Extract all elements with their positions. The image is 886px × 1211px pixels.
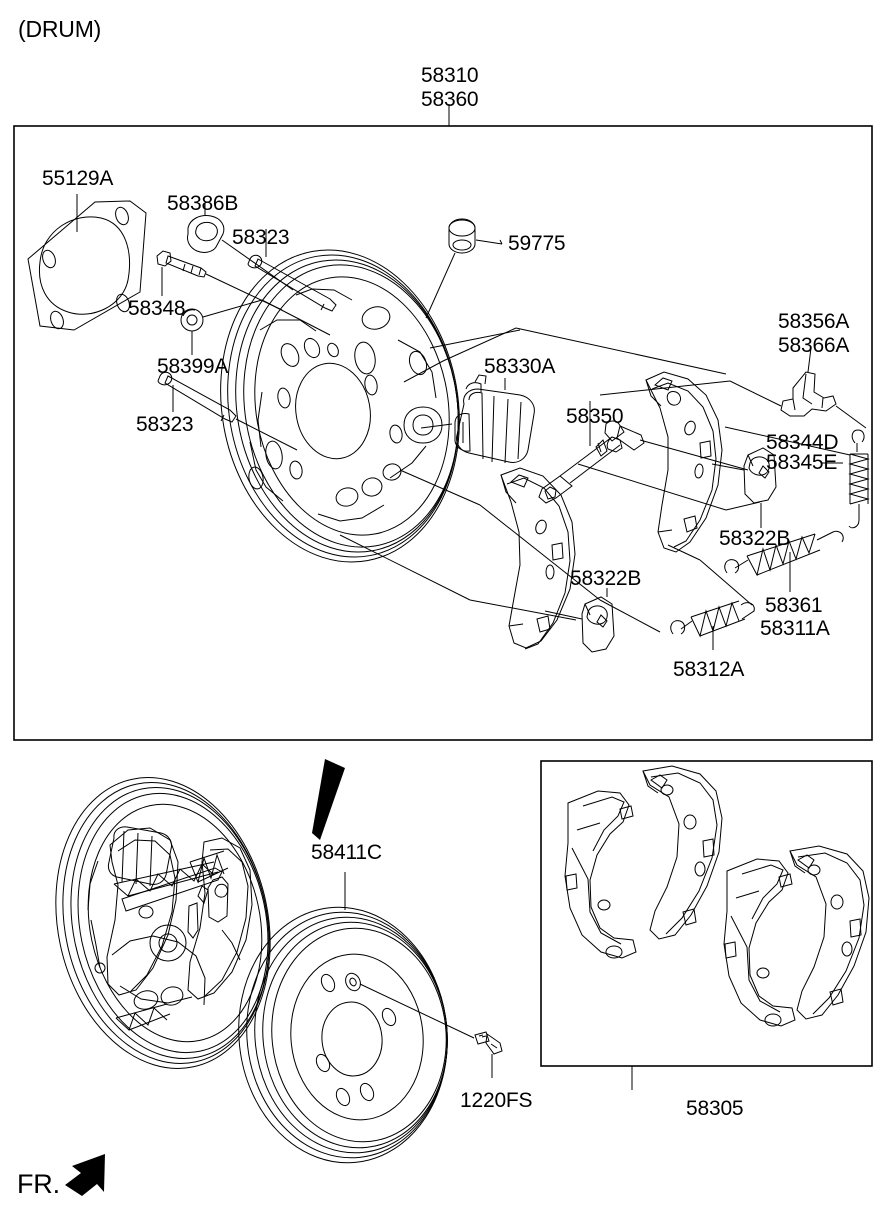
label-58399A: 58399A [157, 355, 229, 378]
part-58330A-wheel-cylinder [420, 374, 535, 464]
label-58322B-right: 58322B [719, 527, 791, 550]
label-58348: 58348 [128, 297, 186, 320]
front-arrow-icon [65, 1154, 105, 1196]
label-58323-lower: 58323 [136, 413, 194, 436]
label-55129A: 55129A [42, 167, 114, 190]
label-58361: 58361 [765, 594, 823, 617]
part-backing-plate [220, 249, 460, 563]
label-58411C: 58411C [311, 841, 382, 864]
part-58312A-return-spring [667, 544, 755, 650]
part-59775-bleeder-cap [425, 218, 503, 319]
label-59775: 59775 [508, 232, 566, 255]
label-58344D: 58344D [766, 431, 839, 454]
label-58350: 58350 [566, 405, 624, 428]
part-58361-58311A-return-spring [724, 530, 844, 592]
part-58323-pin-upper [247, 229, 337, 312]
part-58356A-58366A-parking-lever [599, 347, 867, 429]
label-58312A: 58312A [673, 658, 745, 681]
label-58386B: 58386B [167, 192, 239, 215]
label-58323-upper: 58323 [232, 226, 290, 249]
part-58350-adjuster [538, 401, 645, 504]
part-58322B-strut-left [544, 588, 615, 653]
part-58411C-brake-drum [238, 872, 448, 1164]
main-panel-frame [13, 125, 873, 741]
part-58322B-strut-right [711, 447, 777, 528]
label-58366A: 58366A [778, 334, 850, 357]
label-58311A: 58311A [760, 617, 830, 640]
label-58305: 58305 [686, 1097, 744, 1120]
part-58399A-spring-cup [180, 299, 331, 355]
label-58330A: 58330A [484, 355, 556, 378]
part-58344D-58345E-adjuster-spring [822, 429, 870, 529]
exploded-guide-lines [339, 239, 851, 633]
part-brake-shoe-left [500, 467, 576, 650]
section-pointer-icon [312, 759, 345, 840]
label-58322B-left: 58322B [570, 567, 642, 590]
label-1220FS: 1220FS [460, 1089, 533, 1112]
assembled-drum-brake [55, 777, 271, 1069]
part-1220FS-screw [359, 983, 503, 1078]
label-58360: 58360 [421, 88, 479, 111]
front-direction-label: FR. [17, 1169, 60, 1199]
shoe-kit-panel-frame [540, 760, 873, 1067]
label-58310: 58310 [421, 64, 479, 87]
part-55129A-gasket [27, 194, 147, 331]
page-title: (DRUM) [18, 16, 102, 42]
label-58345E: 58345E [766, 451, 838, 474]
part-brake-shoe-right [645, 371, 723, 553]
label-58356A: 58356A [778, 310, 850, 333]
shoe-kit-shoes [564, 765, 870, 1027]
